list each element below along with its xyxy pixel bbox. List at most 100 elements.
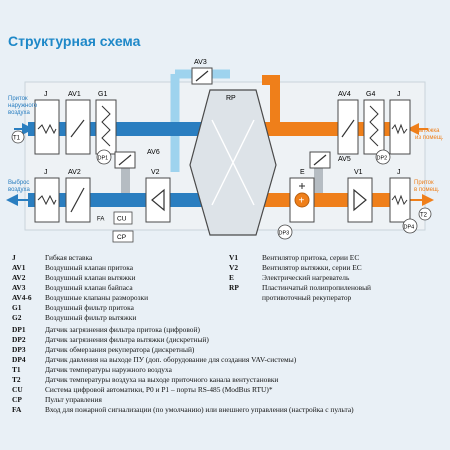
av6-label: AV6 <box>147 149 160 156</box>
av2-label: AV2 <box>68 169 81 176</box>
cu-box <box>113 211 133 225</box>
page-title: Структурная схема <box>8 33 141 49</box>
legend-description: Воздушный клапан притока <box>45 263 133 272</box>
legend-row: AV1 Воздушный клапан притока <box>12 263 212 273</box>
legend-row: T1 Датчик температуры наружного воздуха <box>12 365 444 375</box>
legend-row: AV3 Воздушный клапан байпаса <box>12 283 212 293</box>
j-top-right-symbol <box>391 123 408 135</box>
t1-label: T1 <box>13 136 21 142</box>
e-heater-plus: + <box>299 196 305 207</box>
av2-damper <box>70 187 85 213</box>
av5-damper <box>313 154 327 166</box>
av4-box <box>337 99 359 155</box>
legend-code: DP4 <box>12 355 26 364</box>
legend-code: AV2 <box>12 273 26 282</box>
legend-description: Гибкая вставка <box>45 253 93 262</box>
j-bottom-right-label: J <box>397 169 401 176</box>
t1-sensor <box>11 130 25 144</box>
cp-label: CP <box>117 234 126 241</box>
legend-code: DP3 <box>12 345 26 354</box>
legend-description: Воздушный фильтр притока <box>45 303 134 312</box>
legend-code: RP <box>229 283 239 292</box>
legend-code: T1 <box>12 365 21 374</box>
legend-description: Датчик загрязнения фильтра вытяжки (диск… <box>45 335 209 344</box>
g4-box <box>363 99 385 155</box>
legend-description: Воздушный фильтр вытяжки <box>45 313 137 322</box>
cu-label: CU <box>117 216 127 223</box>
av4-damper <box>341 119 355 138</box>
j-top-left-symbol <box>37 123 57 135</box>
legend-row: T2 Датчик температуры воздуха на выходе п… <box>12 375 444 385</box>
dp2-sensor <box>375 149 391 165</box>
t2-sensor <box>418 207 432 221</box>
v1-label: V1 <box>354 169 363 176</box>
annotation-exhaust-in: Вытяжка из помещ. <box>415 128 444 141</box>
legend-description: противоточный рекуператор <box>262 293 352 302</box>
j-top-left-box <box>34 99 60 155</box>
legend-description: Датчик загрязнения фильтра притока (цифр… <box>45 325 200 334</box>
legend-description: Датчик температуры наружного воздуха <box>45 365 172 374</box>
cp-box <box>112 230 134 243</box>
legend-code: CU <box>12 385 23 394</box>
legend-row: J Гибкая вставка <box>12 253 212 263</box>
fa-label: FA <box>97 217 104 223</box>
av3-damper <box>195 70 209 82</box>
g4-filter-symbol <box>369 105 379 147</box>
legend-row: DP4 Датчик давления на выходе ПУ (доп. об… <box>12 355 444 365</box>
av1-damper <box>70 119 85 138</box>
e-pressure-symbol <box>299 183 305 189</box>
legend-description: Воздушные клапаны разморозки <box>45 293 149 302</box>
av6-duct <box>121 152 130 198</box>
legend-code: AV1 <box>12 263 26 272</box>
legend-description: Датчик давления на выходе ПУ (доп. обору… <box>45 355 297 364</box>
v2-fan-symbol <box>151 188 165 212</box>
legend-code: FA <box>12 405 22 414</box>
legend-code: T2 <box>12 375 21 384</box>
structural-diagram: RP AV3 J AV1 G1 AV4 G4 J AV6 AV5 <box>6 59 444 243</box>
legend-code: AV4-6 <box>12 293 32 302</box>
av4-label: AV4 <box>338 91 351 98</box>
dp1-sensor <box>96 149 112 165</box>
exhaust-intake-duct <box>262 122 410 136</box>
legend-code: E <box>229 273 234 282</box>
av6-damper <box>118 154 132 166</box>
t2-label: T2 <box>420 213 428 219</box>
legend-row: AV4-6 Воздушные клапаны разморозки <box>12 293 212 303</box>
dp2-label: DP2 <box>377 156 388 162</box>
legend-code: CP <box>12 395 22 404</box>
rp-label: RP <box>226 95 236 102</box>
legend-code: J <box>12 253 16 262</box>
legend-description: Воздушный клапан байпаса <box>45 283 133 292</box>
g1-box <box>95 99 117 155</box>
j-bottom-right-symbol <box>391 194 408 206</box>
legend-code: AV3 <box>12 283 26 292</box>
legend-row: противоточный рекуператор <box>229 293 444 303</box>
j-bottom-left-label: J <box>44 169 48 176</box>
legend-code: DP2 <box>12 335 26 344</box>
recuperator-flow-2 <box>211 119 255 206</box>
av5-label: AV5 <box>338 156 351 163</box>
j-top-right-label: J <box>397 91 401 98</box>
annotation-outdoor-intake: Приток наружного воздуха <box>8 96 39 116</box>
supply-out-duct <box>262 193 410 207</box>
legend-description: Датчик температуры воздуха на выходе при… <box>45 375 279 384</box>
av5-duct <box>314 152 323 198</box>
dp4-sensor <box>402 218 418 234</box>
dp1-label: DP1 <box>98 156 109 162</box>
v1-fan-symbol <box>353 188 367 212</box>
j-bottom-left-symbol <box>37 194 57 206</box>
legend-code: V1 <box>229 253 239 262</box>
annotation-supply-out: Приток в помещ. <box>414 180 440 193</box>
legend-description: Пульт управления <box>45 395 102 404</box>
av1-label: AV1 <box>68 91 81 98</box>
legend-row: DP2 Датчик загрязнения фильтра вытяжки (д… <box>12 335 444 345</box>
